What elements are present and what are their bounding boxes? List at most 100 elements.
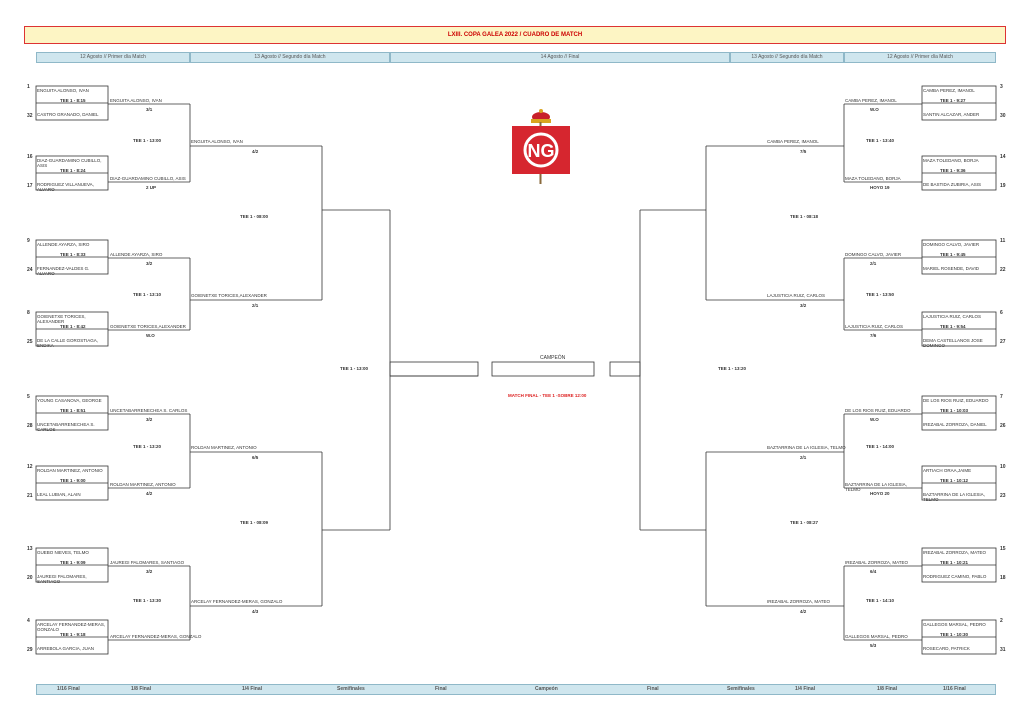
match-result: 4/2 — [252, 149, 259, 154]
seed-number: 17 — [27, 183, 33, 189]
footer-label: Semifinales — [337, 686, 365, 692]
final-match-note: MATCH FINAL - TEE 1 -SOBRE 12:00 — [508, 393, 587, 398]
player-name: YOUNG CASANOVA, GEORGE — [37, 398, 102, 403]
tee-time: TEE 1 - 8:42 — [60, 324, 86, 329]
seed-number: 26 — [1000, 423, 1006, 429]
tee-time: TEE 1 - 8:33 — [60, 252, 86, 257]
tee-time: TEE 1 - 13:10 — [133, 292, 162, 297]
match-result: 4/3 — [252, 609, 259, 614]
player-name: LAJUSTICIA RUIZ, CARLOS — [923, 314, 982, 319]
tee-time: TEE 1 - 13:00 — [133, 138, 162, 143]
tee-time: TEE 1 - 08:27 — [790, 520, 819, 525]
player-name: ARCELAY FERNANDEZ-MERAS, GONZALO — [37, 622, 106, 632]
seed-number: 25 — [27, 339, 33, 345]
club-logo: NG — [512, 109, 570, 184]
player-name: DE LOS RIOS RUIZ, EDUARDO — [845, 408, 911, 413]
seed-number: 19 — [1000, 183, 1006, 189]
player-name: BAZTARRINA DE LA IGLESIA, TELMO — [845, 482, 907, 492]
match-result: 3/2 — [146, 417, 153, 422]
player-name: LAJUSTICIA RUIZ, CARLOS — [845, 324, 904, 329]
seed-number: 1 — [27, 84, 30, 90]
player-name: BAZTARRINA DE LA IGLESIA, TELMO — [923, 492, 985, 502]
seed-number: 18 — [1000, 575, 1006, 581]
player-name: GOIENETXE TORICES,ALEXANDER — [110, 324, 186, 329]
match-result: W.O — [870, 417, 879, 422]
player-name: IREZABAL ZORROZA, DANIEL — [923, 422, 987, 427]
player-name: JAUREGI PALOMARES, SANTIAGO — [37, 574, 87, 584]
tee-time: TEE 1 - 14:10 — [866, 598, 895, 603]
footer-label: Final — [647, 686, 659, 692]
seed-number: 27 — [1000, 339, 1006, 345]
match-result: 5/3 — [870, 643, 877, 648]
tee-time: TEE 1 - 13:30 — [133, 598, 162, 603]
player-name: DE LOS RIOS RUIZ, EDUARDO — [923, 398, 989, 403]
tee-time: TEE 1 - 9:27 — [940, 98, 966, 103]
match-result: 7/6 — [870, 333, 877, 338]
seed-number: 3 — [1000, 84, 1003, 90]
seed-number: 10 — [1000, 464, 1006, 470]
match-result: 2/1 — [870, 261, 877, 266]
footer-label: Campeón — [535, 686, 558, 692]
seed-number: 5 — [27, 394, 30, 400]
match-result: 2/1 — [252, 303, 259, 308]
seed-number: 15 — [1000, 546, 1006, 552]
player-name: ARCELAY FERNANDEZ-MERAS, GONZALO — [110, 634, 202, 639]
seed-number: 14 — [1000, 154, 1006, 160]
match-result: 4/2 — [800, 609, 807, 614]
svg-text:NG: NG — [528, 141, 555, 161]
seed-number: 32 — [27, 113, 33, 119]
seed-number: 4 — [27, 618, 30, 624]
player-name: GUEBO NIEVES, TELMO — [37, 550, 89, 555]
player-name: ROLDAN MARTINEZ, ANTONIO — [37, 468, 103, 473]
tee-time: TEE 1 - 13:40 — [866, 138, 895, 143]
player-name: MARIEL ROSENDE, DAVID — [923, 266, 980, 271]
tee-time: TEE 1 - 9:18 — [60, 632, 86, 637]
seed-number: 22 — [1000, 267, 1006, 273]
player-name: BAZTARRINA DE LA IGLESIA, TELMO — [767, 445, 846, 450]
round-header: 13 Agosto // Segundo día Match — [730, 52, 844, 63]
player-name: GOIENETXE TORICES,ALEXANDER — [191, 293, 267, 298]
tee-time: TEE 1 - 8:15 — [60, 98, 86, 103]
seed-number: 30 — [1000, 113, 1006, 119]
round-header: 14 Agosto // Final — [390, 52, 730, 63]
player-name: CAMBA PEREZ, IMANOL — [845, 98, 897, 103]
match-result: W.O — [146, 333, 155, 338]
player-name: GALLEGOS MARSAL, PEDRO — [845, 634, 908, 639]
match-result: 3/2 — [146, 261, 153, 266]
player-name: ROSECARD, PATRICK — [923, 646, 970, 651]
player-name: CAMBA PEREZ, IMANOL — [767, 139, 819, 144]
match-result: 4/2 — [146, 491, 153, 496]
seed-number: 16 — [27, 154, 33, 160]
player-name: DIAZ-GUARDAMINO CUBILLO, ASIS — [37, 158, 102, 168]
player-name: FERNANDEZ-VALDES G. ALVARO — [37, 266, 90, 276]
player-name: ROLDAN MARTINEZ, ANTONIO — [191, 445, 257, 450]
seed-number: 28 — [27, 423, 33, 429]
player-name: RODRIGUEZ VILLANUEVA, ALVARO — [37, 182, 94, 192]
player-name: ENGUITA ALONSO, IVAN — [191, 139, 243, 144]
bracket-box — [491, 361, 595, 377]
champion-label: CAMPEÓN — [540, 355, 566, 361]
tee-time: TEE 1 - 13:20 — [718, 366, 747, 371]
match-result: 3/2 — [146, 569, 153, 574]
match-result: HOYO 19 — [870, 185, 890, 190]
player-name: UNCETABARRENECHEA S. CARLOS — [110, 408, 188, 413]
player-name: DEMA CASTELLANOS JOSE DOMINGO — [923, 338, 983, 348]
player-name: ARTIACH ORAA,JAIME — [923, 468, 972, 473]
player-name: JAUREGI PALOMARES, SANTIAGO — [110, 560, 185, 565]
player-name: CASTRO GRANADO, DANIEL — [37, 112, 99, 117]
tee-time: TEE 1 - 10:30 — [940, 632, 969, 637]
player-name: ALLENDE AYARZA, SIRO — [110, 252, 163, 257]
footer-label: 1/8 Final — [877, 686, 898, 692]
player-name: IREZABAL ZORROZA, MATEO — [923, 550, 987, 555]
player-name: IREZABAL ZORROZA, MATEO — [845, 560, 909, 565]
footer-label: Final — [435, 686, 447, 692]
seed-number: 8 — [27, 310, 30, 316]
player-name: ENGUITA ALONSO, IVAN — [37, 88, 89, 93]
seed-number: 12 — [27, 464, 33, 470]
tee-time: TEE 1 - 9:00 — [60, 478, 86, 483]
footer-label: 1/16 Final — [57, 686, 80, 692]
player-name: ARREBOLA GARCIA, JUAN — [37, 646, 95, 651]
seed-number: 2 — [1000, 618, 1003, 624]
player-name: LAJUSTICIA RUIZ, CARLOS — [767, 293, 826, 298]
tee-time: TEE 1 - 9:36 — [940, 168, 966, 173]
